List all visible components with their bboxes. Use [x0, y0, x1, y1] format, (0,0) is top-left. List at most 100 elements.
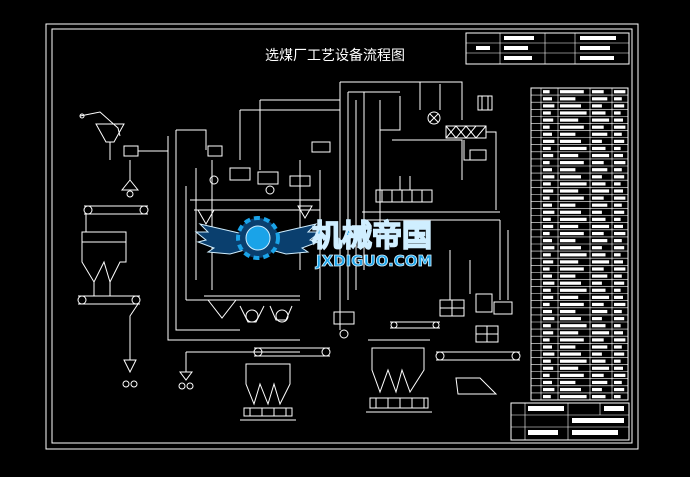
table-cell-text	[592, 359, 606, 363]
table-cell-text	[560, 352, 581, 356]
table-cell-text	[592, 274, 608, 278]
table-cell-text	[592, 260, 610, 264]
bottom-right-thickener	[366, 321, 521, 413]
table-cell-text	[543, 217, 551, 221]
table-cell-text	[592, 295, 610, 299]
table-cell-text	[592, 132, 608, 136]
table-cell-text	[543, 132, 552, 136]
table-cell-text	[560, 182, 587, 186]
flotation-row	[204, 295, 355, 339]
table-cell-text	[592, 196, 604, 200]
table-cell-text	[543, 224, 554, 229]
table-cell-text	[614, 153, 623, 158]
outer-frame	[45, 23, 639, 450]
table-cell-text	[592, 182, 606, 186]
table-cell-text	[614, 295, 623, 299]
table-cell-text	[560, 231, 584, 236]
table-cell-text	[592, 118, 610, 122]
table-cell-text	[560, 210, 581, 214]
table-cell-text	[560, 373, 584, 377]
table-cell-text	[560, 295, 579, 299]
table-cell-text	[560, 90, 584, 94]
table-cell-text	[543, 90, 550, 94]
table-cell-text	[543, 274, 552, 278]
table-cell-text	[543, 182, 551, 186]
table-cell-text	[543, 196, 550, 200]
table-cell-text	[543, 373, 550, 377]
table-cell-text	[543, 175, 555, 179]
table-cell-text	[592, 90, 604, 94]
table-cell-text	[560, 125, 584, 129]
table-cell-text	[543, 324, 551, 328]
table-cell-text	[592, 387, 602, 392]
table-cell-text	[560, 309, 576, 314]
table-cell-text	[614, 104, 625, 108]
table-cell-text	[592, 239, 608, 243]
table-cell-text	[592, 317, 602, 321]
table-cell-text	[614, 217, 621, 221]
table-cell-text	[614, 331, 623, 335]
table-cell-text	[614, 373, 626, 377]
table-cell-text	[560, 331, 579, 335]
table-cell-text	[592, 345, 608, 349]
table-cell-text	[592, 224, 610, 229]
table-cell-text	[614, 246, 625, 250]
table-cell-text	[614, 196, 626, 200]
table-cell-text	[543, 161, 550, 165]
table-cell-text	[560, 380, 576, 385]
table-cell-text	[614, 182, 621, 186]
table-cell-text	[560, 274, 576, 278]
table-cell-text	[543, 146, 551, 151]
table-cell-text	[592, 302, 604, 307]
table-cell-text	[614, 281, 625, 285]
table-cell-text	[592, 352, 602, 356]
table-cell-text	[543, 352, 555, 356]
table-cell-text	[543, 331, 554, 335]
table-cell-text	[560, 97, 576, 101]
table-cell-text	[614, 309, 622, 314]
table-cell-text	[543, 267, 550, 271]
table-cell-text	[543, 97, 552, 101]
table-cell-text	[543, 168, 552, 172]
table-cell-text	[592, 217, 606, 221]
table-cell-text	[560, 175, 581, 179]
table-cell-text	[543, 231, 550, 236]
table-cell-text	[592, 331, 610, 335]
table-cell-text	[543, 395, 551, 399]
table-cell-text	[592, 153, 610, 158]
table-cell-text	[560, 146, 587, 151]
table-cell-text	[543, 366, 554, 370]
table-cell-text	[592, 139, 602, 143]
table-cell-text	[560, 345, 576, 349]
table-cell-text	[614, 324, 621, 328]
table-cell-text	[592, 146, 606, 151]
table-cell-text	[543, 139, 555, 143]
table-cell-text	[592, 309, 608, 314]
table-cell-text	[560, 281, 581, 285]
table-cell-text	[592, 231, 604, 236]
table-cell-text	[560, 260, 579, 264]
table-cell-text	[560, 317, 581, 321]
watermark-text-en: JXDIGUO.COM	[315, 252, 432, 270]
table-cell-text	[592, 338, 604, 342]
table-cell-text	[543, 302, 550, 307]
table-cell-text	[592, 104, 602, 108]
table-cell-text	[614, 175, 625, 179]
watermark-text-cn: 机械帝国	[312, 219, 432, 254]
table-cell-text	[543, 210, 555, 214]
table-cell-text	[543, 189, 554, 193]
table-cell-text	[592, 324, 606, 328]
table-cell-text	[543, 125, 550, 129]
drawing-title: 选煤厂工艺设备流程图	[265, 47, 405, 64]
table-cell-text	[592, 246, 602, 250]
table-cell-text	[560, 132, 576, 136]
equipment-list-table	[530, 87, 629, 401]
table-cell-text	[560, 139, 581, 143]
table-cell-text	[560, 168, 576, 172]
feed-section	[77, 111, 169, 388]
table-cell-text	[543, 309, 552, 314]
top-right-equipment	[379, 81, 497, 240]
table-cell-text	[560, 253, 587, 257]
